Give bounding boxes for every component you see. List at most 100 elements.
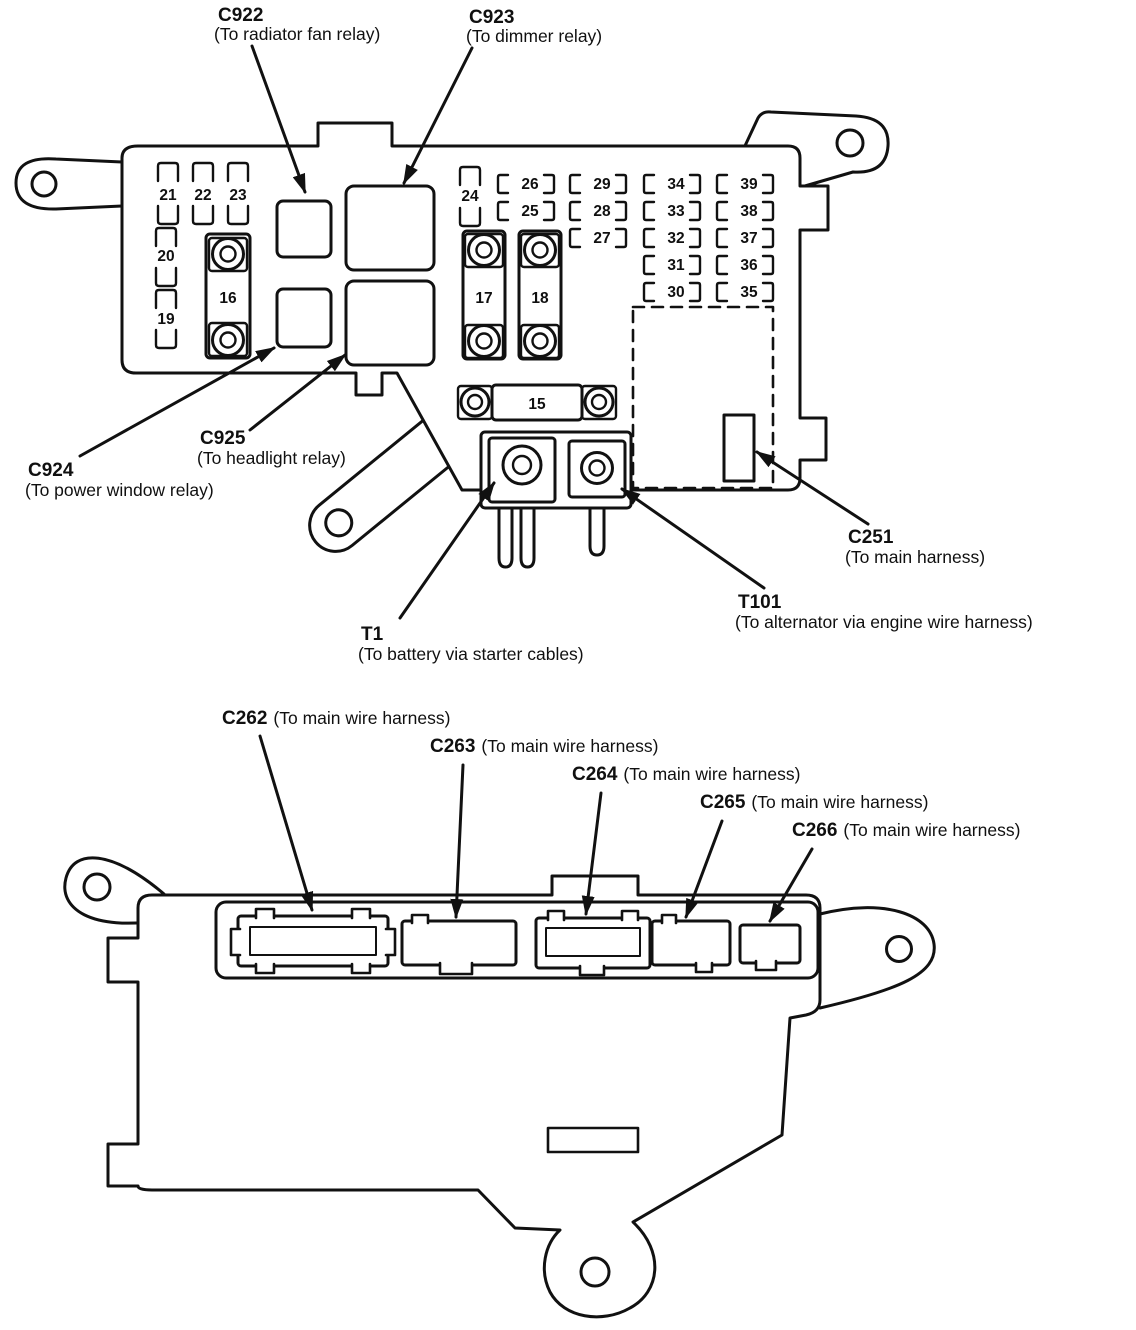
fuse-label-18: 18: [531, 290, 549, 307]
mounting-hole: [835, 128, 865, 158]
callout-desc: (To main harness): [845, 547, 985, 567]
bolt-inner: [531, 241, 549, 259]
t1-stud-inner: [511, 454, 533, 476]
battery-cable: [497, 498, 514, 569]
c263-arrow: [450, 763, 465, 919]
callout-c265-label: C265(To main wire harness): [700, 792, 928, 813]
connector-body: [400, 919, 518, 967]
connector-notch: [350, 907, 372, 920]
callout-desc: (To radiator fan relay): [214, 24, 380, 44]
callout-code: C264: [572, 764, 618, 785]
fuse-label-24: 24: [461, 188, 479, 205]
fuse-16-block: [204, 232, 252, 360]
terminal-block: [479, 430, 633, 510]
connector-c263: [400, 913, 518, 976]
callout-c923-label: C923(To dimmer relay): [466, 7, 602, 46]
fuse-label-29: 29: [593, 176, 611, 193]
callout-code: C265: [700, 792, 746, 813]
c251-arrow: [755, 450, 870, 526]
callout-code: C923: [469, 7, 514, 28]
mounting-hole: [579, 1256, 611, 1288]
fuse-label-16: 16: [219, 290, 237, 307]
t1-stud: [501, 444, 543, 486]
connector-notch: [254, 962, 276, 975]
c262-arrow: [258, 734, 314, 912]
callout-code: C251: [848, 527, 894, 548]
bolt-inner: [531, 332, 549, 350]
fuse-label-31: 31: [667, 257, 685, 274]
mounting-hole: [82, 872, 112, 902]
connector-notch: [546, 909, 566, 922]
connector-notch: [694, 961, 714, 974]
connector-notch: [754, 959, 778, 972]
bolt-inner: [219, 331, 237, 349]
bolt-circle: [523, 324, 557, 358]
callout-desc: (To battery via starter cables): [358, 644, 584, 664]
callout-t1-label: T1(To battery via starter cables): [358, 624, 584, 664]
callout-c924-label: C924(To power window relay): [25, 460, 214, 500]
callout-code: T101: [738, 592, 782, 613]
callout-c263-label: C263 (To main wire harness): [430, 736, 658, 757]
fuse-15-body: [490, 383, 584, 422]
connector-notch: [229, 927, 242, 957]
fuse-label-25: 25: [521, 203, 539, 220]
connector-inner: [545, 927, 641, 957]
fuse-label-27: 27: [593, 230, 610, 247]
connector-c264: [534, 909, 652, 977]
battery-cable: [519, 498, 536, 569]
fuse-label-20: 20: [157, 248, 174, 265]
relay-c923: [344, 184, 436, 272]
callout-desc: (To power window relay): [25, 480, 214, 500]
callout-c251-label: C251(To main harness): [845, 527, 985, 567]
bolt-circle: [523, 233, 557, 267]
callout-desc: (To main wire harness): [751, 792, 928, 812]
callout-c922-label: C922(To radiator fan relay): [214, 5, 380, 44]
fuse-label-22: 22: [194, 187, 211, 204]
c925-arrow: [248, 353, 347, 432]
connector-notch: [578, 964, 606, 977]
fuse-label-17: 17: [475, 290, 492, 307]
callout-c925-label: C925(To headlight relay): [197, 428, 346, 468]
callout-code: C262: [222, 708, 267, 729]
callout-c266-label: C266(To main wire harness): [792, 820, 1020, 841]
mounting-hole: [885, 935, 913, 963]
t101-stud-inner: [588, 459, 606, 477]
fuse-label-30: 30: [667, 284, 684, 301]
connector-notch: [254, 907, 276, 920]
c266-arrow: [768, 847, 814, 923]
c922-arrow: [250, 44, 307, 194]
bolt-circle: [583, 386, 615, 418]
connector-body: [650, 919, 732, 967]
callout-code: C263: [430, 736, 475, 757]
fuse-label-28: 28: [593, 203, 611, 220]
fuse-label-32: 32: [667, 230, 684, 247]
connector-notch: [438, 961, 474, 976]
fuse-label-39: 39: [740, 176, 758, 193]
relay-c922: [275, 199, 333, 259]
callout-desc: (To main wire harness): [273, 708, 450, 728]
bolt-circle: [467, 324, 501, 358]
bolt-inner: [475, 332, 493, 350]
c264-arrow: [581, 791, 603, 916]
fuse-label-15: 15: [528, 396, 546, 413]
fuse-number-labels: 21 22 23 20 19 16 17 18 24 15 26 25 29 2…: [157, 176, 758, 413]
fuse-label-33: 33: [667, 203, 685, 220]
connector-c265: [650, 913, 732, 974]
callout-desc: (To main wire harness): [623, 764, 800, 784]
fuse-label-37: 37: [740, 230, 757, 247]
relay-c924: [275, 287, 333, 349]
connector-notch: [620, 909, 640, 922]
callout-desc: (To main wire harness): [843, 820, 1020, 840]
callout-desc: (To alternator via engine wire harness): [735, 612, 1033, 632]
clip-bump: [546, 1126, 640, 1154]
connector-notch: [410, 913, 430, 925]
fuse-18-block: [517, 229, 563, 361]
relay-c925: [344, 279, 436, 367]
fuse-label-36: 36: [740, 257, 758, 274]
connector-notch: [350, 962, 372, 975]
callout-c264-label: C264(To main wire harness): [572, 764, 800, 785]
bolt-circle: [467, 233, 501, 267]
dashed-connector-area: [631, 305, 775, 490]
callout-desc: (To main wire harness): [481, 736, 658, 756]
